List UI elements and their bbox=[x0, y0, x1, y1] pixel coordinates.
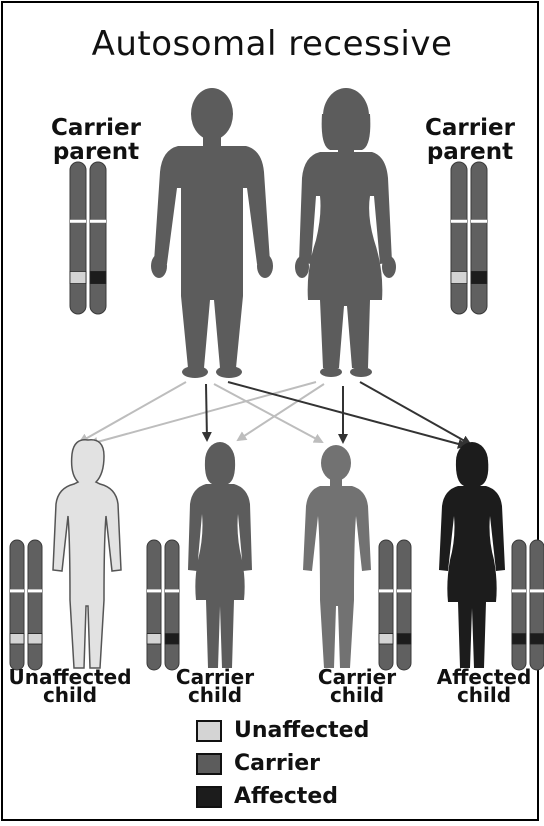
chromosome-child-2-b bbox=[397, 540, 411, 670]
parent-label-left: Carrier parent bbox=[26, 116, 166, 164]
chromosome-child-3-b bbox=[530, 540, 544, 670]
parent-label-line1: Carrier bbox=[26, 116, 166, 140]
chromosome-child-0-a bbox=[10, 540, 24, 670]
inheritance-arrows bbox=[80, 382, 470, 446]
chromosome-parent-0-b bbox=[90, 162, 106, 314]
chromosome-parent-0-a bbox=[70, 162, 86, 314]
parent-label-line1: Carrier bbox=[400, 116, 540, 140]
parent-label-line2: parent bbox=[400, 140, 540, 164]
parent-label-line2: parent bbox=[26, 140, 166, 164]
father-figure bbox=[151, 88, 273, 378]
legend-swatch bbox=[196, 720, 222, 742]
child-figure-unaffected bbox=[53, 440, 121, 668]
chromosome-child-3-a bbox=[512, 540, 526, 670]
child-label-line2: child bbox=[297, 686, 417, 704]
legend-label: Carrier bbox=[234, 751, 320, 776]
chromosome-child-1-b bbox=[165, 540, 179, 670]
child-figure-carrier-2 bbox=[303, 445, 371, 668]
child-figure-affected bbox=[439, 442, 505, 668]
mother-figure bbox=[295, 88, 396, 377]
legend-swatch bbox=[196, 753, 222, 775]
diagram-title: Autosomal recessive bbox=[0, 24, 544, 64]
child-label-unaffected: Unaffected child bbox=[0, 668, 140, 704]
chromosome-parent-1-b bbox=[471, 162, 487, 314]
chromosome-parent-1-a bbox=[451, 162, 467, 314]
legend-label: Unaffected bbox=[234, 718, 369, 743]
child-figure-carrier-1 bbox=[188, 442, 252, 668]
chromosome-child-0-b bbox=[28, 540, 42, 670]
chromosome-child-2-a bbox=[379, 540, 393, 670]
child-label-line2: child bbox=[155, 686, 275, 704]
parent-label-right: Carrier parent bbox=[400, 116, 540, 164]
legend-swatch bbox=[196, 786, 222, 808]
legend-label: Affected bbox=[234, 784, 338, 809]
child-label-carrier-2: Carrier child bbox=[297, 668, 417, 704]
child-label-carrier-1: Carrier child bbox=[155, 668, 275, 704]
child-label-affected: Affected child bbox=[424, 668, 544, 704]
chromosome-child-1-a bbox=[147, 540, 161, 670]
